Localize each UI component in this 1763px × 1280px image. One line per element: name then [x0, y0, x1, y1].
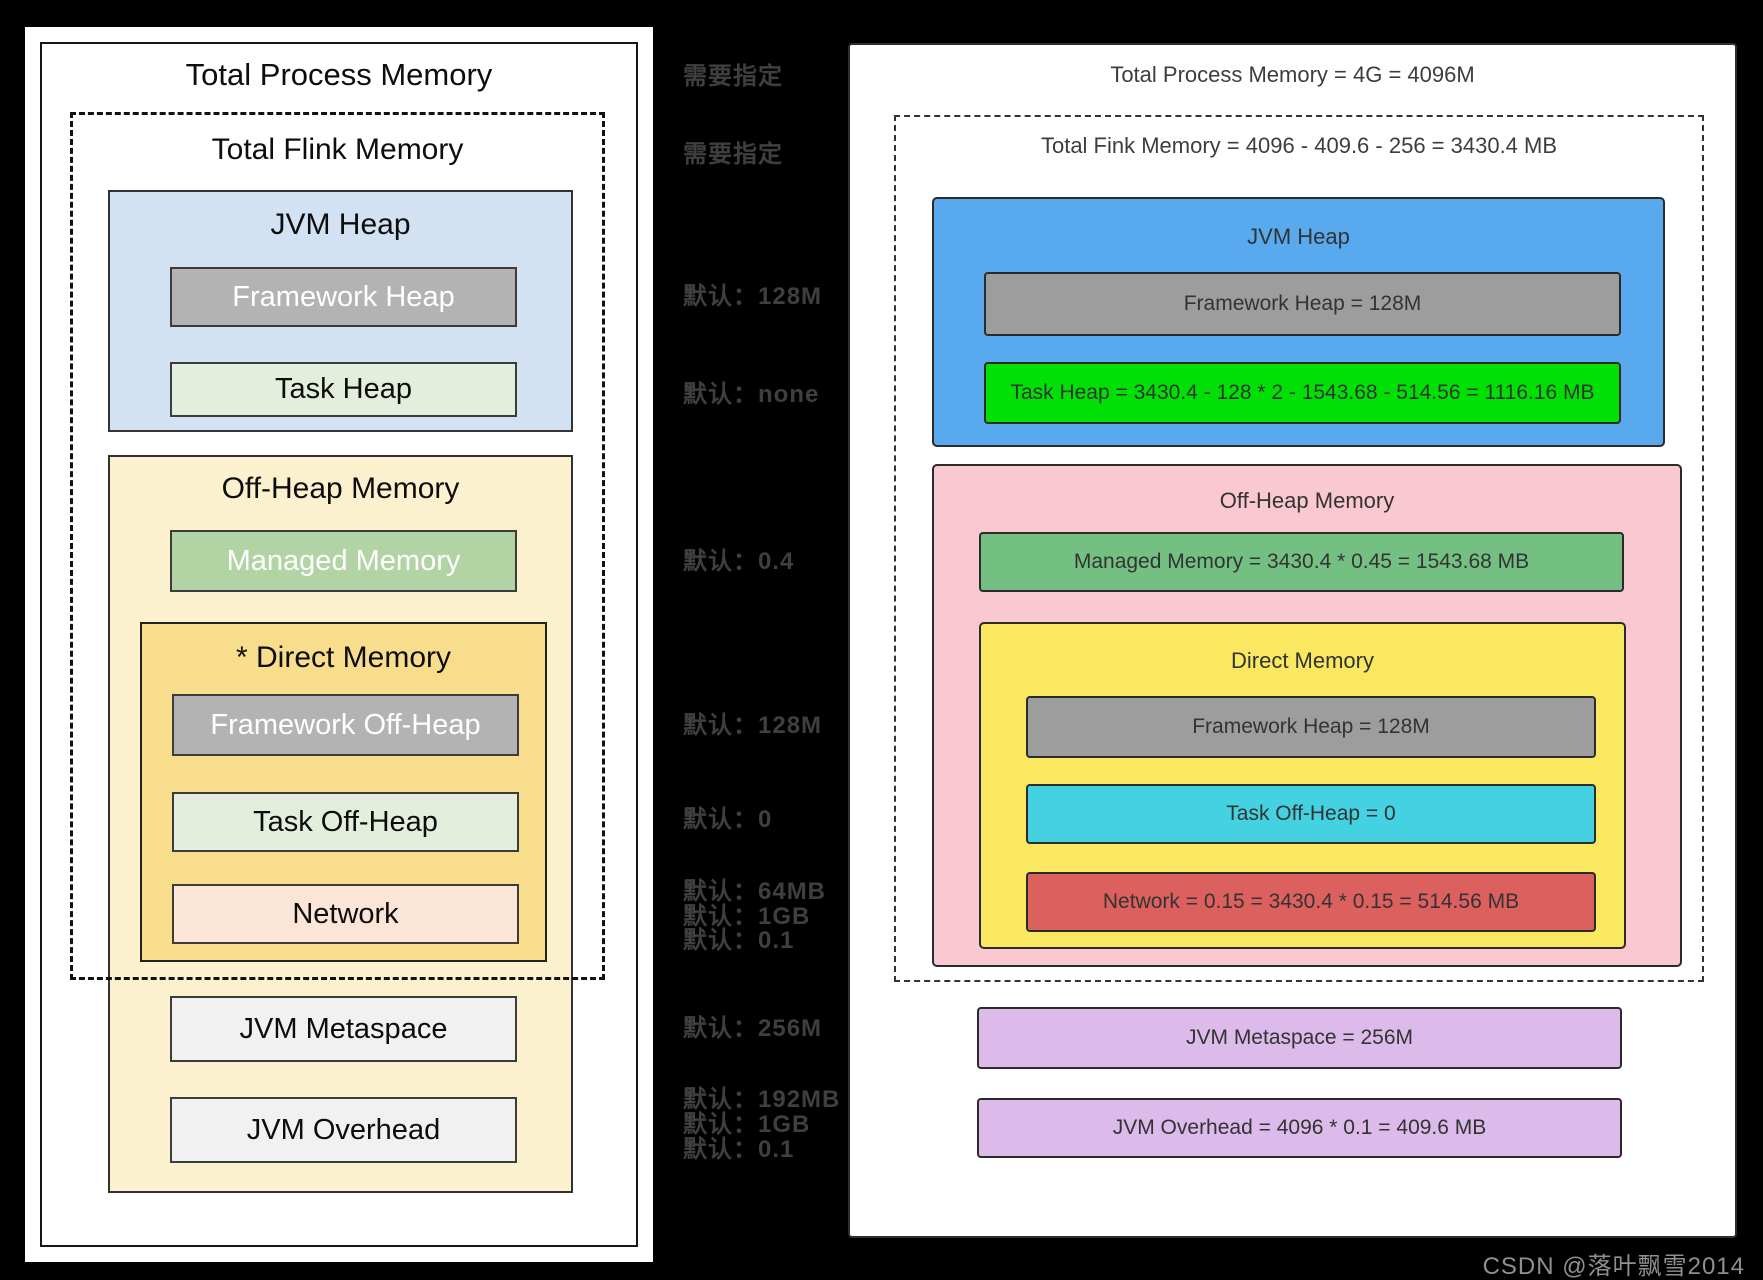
right-jvm-heap-box: JVM Heap Framework Heap = 128M Task Heap… — [932, 197, 1665, 447]
total-process-memory-title: Total Process Memory — [185, 57, 493, 92]
task-off-heap-box: Task Off-Heap — [172, 792, 519, 852]
task-heap-label: Task Heap — [274, 373, 412, 405]
task-off-heap-label: Task Off-Heap — [253, 805, 438, 838]
right-task-heap-label: Task Heap = 3430.4 - 128 * 2 - 1543.68 -… — [1010, 381, 1595, 404]
right-memory-calculation-panel: Total Process Memory = 4G = 4096M Total … — [848, 43, 1737, 1238]
right-total-flink-memory-title: Total Fink Memory = 4096 - 409.6 - 256 =… — [1040, 133, 1558, 158]
framework-off-heap-label: Framework Off-Heap — [210, 708, 481, 741]
jvm-heap-box: JVM Heap Framework Heap Task Heap — [108, 190, 573, 432]
annotation-total-process-memory: 需要指定 — [683, 63, 783, 90]
annotation-jvm-overhead-max: 默认：1GB — [683, 1111, 811, 1138]
right-direct-framework-heap-label: Framework Heap = 128M — [1192, 715, 1430, 738]
task-heap-box: Task Heap — [170, 362, 517, 417]
annotation-task-off-heap: 默认：0 — [683, 806, 773, 833]
annotation-network-min: 默认：64MB — [683, 878, 827, 905]
annotation-managed-memory: 默认：0.4 — [683, 548, 795, 575]
right-managed-memory-box: Managed Memory = 3430.4 * 0.45 = 1543.68… — [979, 532, 1624, 592]
jvm-overhead-box: JVM Overhead — [170, 1097, 517, 1163]
framework-heap-box: Framework Heap — [170, 267, 517, 327]
right-direct-memory-title: Direct Memory — [1230, 648, 1374, 673]
right-jvm-metaspace-label: JVM Metaspace = 256M — [1185, 1026, 1414, 1049]
right-network-label: Network = 0.15 = 3430.4 * 0.15 = 514.56 … — [1102, 890, 1520, 913]
right-total-process-memory-title: Total Process Memory = 4G = 4096M — [1110, 62, 1475, 87]
framework-heap-label: Framework Heap — [232, 280, 455, 313]
jvm-metaspace-label: JVM Metaspace — [239, 1012, 448, 1045]
right-framework-heap-label: Framework Heap = 128M — [1183, 292, 1422, 315]
right-task-off-heap-box: Task Off-Heap = 0 — [1026, 784, 1596, 844]
annotation-framework-off-heap: 默认：128M — [683, 712, 823, 739]
right-jvm-overhead-box: JVM Overhead = 4096 * 0.1 = 409.6 MB — [977, 1098, 1622, 1158]
annotation-jvm-metaspace: 默认：256M — [683, 1015, 823, 1042]
right-direct-memory-box: Direct Memory Framework Heap = 128M Task… — [979, 622, 1626, 949]
network-label: Network — [292, 897, 399, 930]
off-heap-memory-box: Off-Heap Memory Managed Memory * Direct … — [108, 455, 573, 1193]
annotation-network-fraction: 默认：0.1 — [683, 927, 795, 954]
annotation-framework-heap: 默认：128M — [683, 283, 823, 310]
right-framework-heap-box: Framework Heap = 128M — [984, 272, 1621, 336]
right-jvm-metaspace-box: JVM Metaspace = 256M — [977, 1007, 1622, 1069]
left-memory-diagram-panel: Total Process Memory JVM Heap Framework … — [25, 27, 653, 1262]
right-jvm-overhead-label: JVM Overhead = 4096 * 0.1 = 409.6 MB — [1112, 1116, 1487, 1139]
right-direct-framework-heap-box: Framework Heap = 128M — [1026, 696, 1596, 758]
annotation-total-flink-memory: 需要指定 — [683, 141, 783, 168]
right-off-heap-memory-box: Off-Heap Memory Managed Memory = 3430.4 … — [932, 464, 1682, 967]
right-network-box: Network = 0.15 = 3430.4 * 0.15 = 514.56 … — [1026, 872, 1596, 932]
network-box: Network — [172, 884, 519, 944]
framework-off-heap-box: Framework Off-Heap — [172, 694, 519, 756]
off-heap-memory-title: Off-Heap Memory — [221, 472, 460, 505]
annotation-jvm-overhead-fraction: 默认：0.1 — [683, 1136, 795, 1163]
annotation-network-max: 默认：1GB — [683, 903, 811, 930]
csdn-watermark: CSDN @落叶飘雪2014 — [1482, 1253, 1745, 1280]
right-managed-memory-label: Managed Memory = 3430.4 * 0.45 = 1543.68… — [1073, 550, 1530, 573]
managed-memory-label: Managed Memory — [226, 544, 461, 577]
annotation-jvm-overhead-min: 默认：192MB — [683, 1086, 841, 1113]
right-task-heap-box: Task Heap = 3430.4 - 128 * 2 - 1543.68 -… — [984, 362, 1621, 424]
direct-memory-title: * Direct Memory — [235, 641, 452, 674]
right-jvm-heap-title: JVM Heap — [1247, 224, 1350, 249]
jvm-metaspace-box: JVM Metaspace — [170, 996, 517, 1062]
direct-memory-box: * Direct Memory Framework Off-Heap Task … — [140, 622, 547, 962]
right-off-heap-memory-title: Off-Heap Memory — [1219, 488, 1395, 513]
right-total-flink-memory-border: Total Fink Memory = 4096 - 409.6 - 256 =… — [894, 115, 1704, 982]
annotation-task-heap: 默认：none — [683, 381, 820, 408]
jvm-overhead-label: JVM Overhead — [246, 1113, 441, 1146]
right-task-off-heap-label: Task Off-Heap = 0 — [1226, 802, 1396, 825]
managed-memory-box: Managed Memory — [170, 530, 517, 592]
jvm-heap-title: JVM Heap — [270, 208, 411, 241]
total-process-memory-border — [40, 42, 638, 1247]
